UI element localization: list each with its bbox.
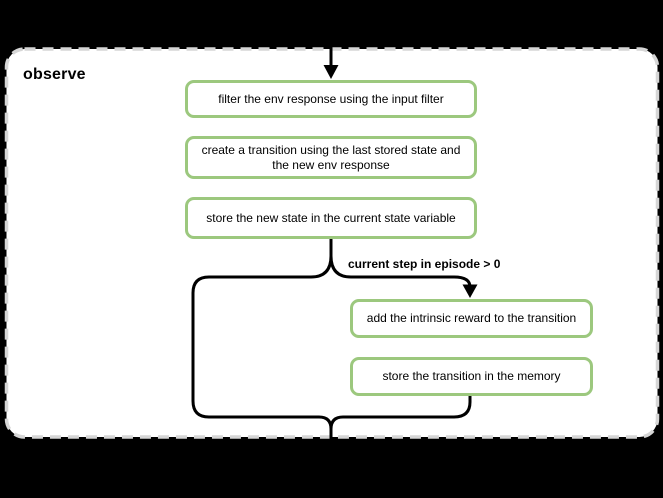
group-title: observe	[23, 66, 86, 83]
node-store-transition: store the transition in the memory	[350, 357, 593, 396]
node-label: filter the env response using the input …	[218, 91, 444, 106]
node-label: store the new state in the current state…	[206, 210, 456, 225]
edge-entry-arrowhead-icon	[323, 65, 339, 79]
node-label: create a transition using the last store…	[201, 142, 461, 172]
node-label: store the transition in the memory	[382, 369, 561, 383]
condition-label: current step in episode > 0	[348, 257, 501, 271]
node-filter-env-response: filter the env response using the input …	[185, 80, 477, 118]
edge-bypass-line	[191, 239, 333, 430]
node-create-transition: create a transition using the last store…	[185, 136, 477, 179]
node-store-new-state: store the new state in the current state…	[185, 197, 477, 239]
edge-store-transition-line	[329, 396, 472, 430]
node-label: add the intrinsic reward to the transiti…	[366, 311, 577, 325]
node-add-intrinsic-reward: add the intrinsic reward to the transiti…	[350, 299, 593, 338]
edge-condition-arrowhead-icon	[462, 284, 478, 298]
